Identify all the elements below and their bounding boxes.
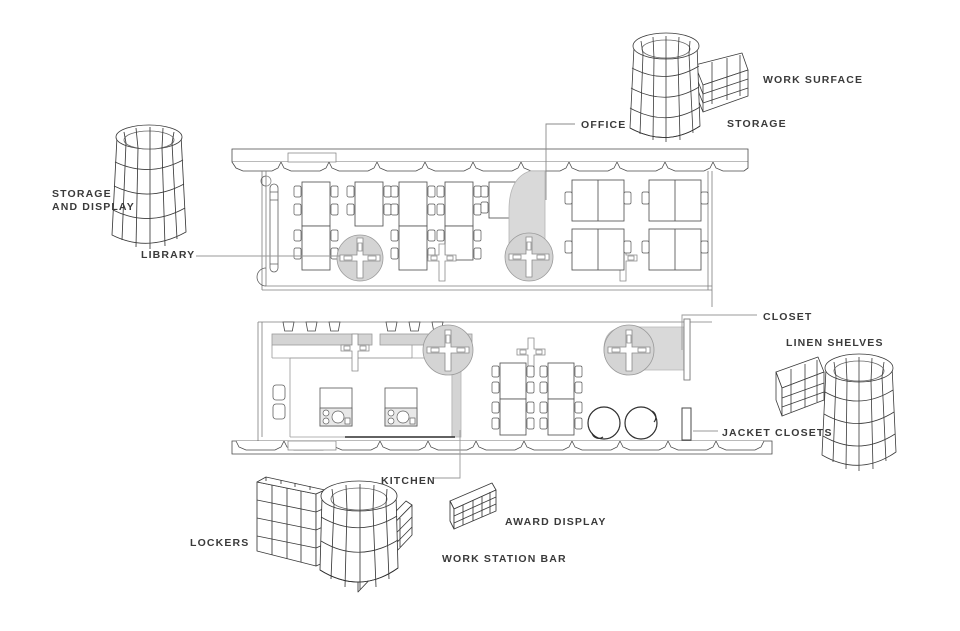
lower-dining-tables (491, 362, 583, 436)
lockers-unit (256, 476, 413, 593)
label-award-display: AWARD DISPLAY (505, 516, 607, 528)
lower-core-cross-symbols (426, 329, 651, 372)
column-cross-lower-mid (516, 337, 546, 376)
label-storage-and-display: STORAGE AND DISPLAY (52, 188, 135, 213)
award-display-unit (449, 482, 497, 530)
lower-floor-plan (231, 318, 773, 455)
kitchen-islands (319, 387, 418, 427)
library-tables (293, 181, 526, 271)
label-work-station-bar: WORK STATION BAR (442, 553, 567, 565)
lower-plan-south-wall (231, 436, 773, 455)
linen-shelves-unit (775, 353, 897, 471)
label-linen-shelves: LINEN SHELVES (786, 337, 884, 349)
core-cross-symbols (339, 236, 550, 279)
kitchen-wall-fixtures (272, 384, 286, 420)
upper-floor-plan (231, 148, 749, 307)
label-closet: CLOSET (763, 311, 813, 323)
label-library: LIBRARY (141, 249, 196, 261)
leader-kitchen (434, 430, 461, 479)
label-work-surface: WORK SURFACE (763, 74, 864, 86)
storage-and-display-unit (111, 124, 187, 249)
column-cross-upper-mid (427, 243, 457, 282)
label-office: OFFICE (581, 119, 627, 131)
office-desk-clusters (564, 179, 709, 271)
lower-round-tables (587, 406, 658, 440)
callout-leader-lines (196, 123, 757, 479)
work-surface-storage-unit (629, 32, 749, 142)
column-cross-lower-left (340, 333, 370, 372)
library-shelving (256, 175, 279, 287)
leader-office (545, 123, 575, 200)
label-jacket-closets: JACKET CLOSETS (722, 427, 833, 439)
label-storage: STORAGE (727, 118, 787, 130)
lower-plan-jacket-closet (681, 407, 692, 441)
lower-plan-east-wall (683, 318, 691, 381)
label-lockers: LOCKERS (190, 537, 250, 549)
leader-closet (681, 314, 757, 350)
label-kitchen: KITCHEN (381, 475, 436, 487)
upper-plan-north-wall (231, 148, 749, 172)
